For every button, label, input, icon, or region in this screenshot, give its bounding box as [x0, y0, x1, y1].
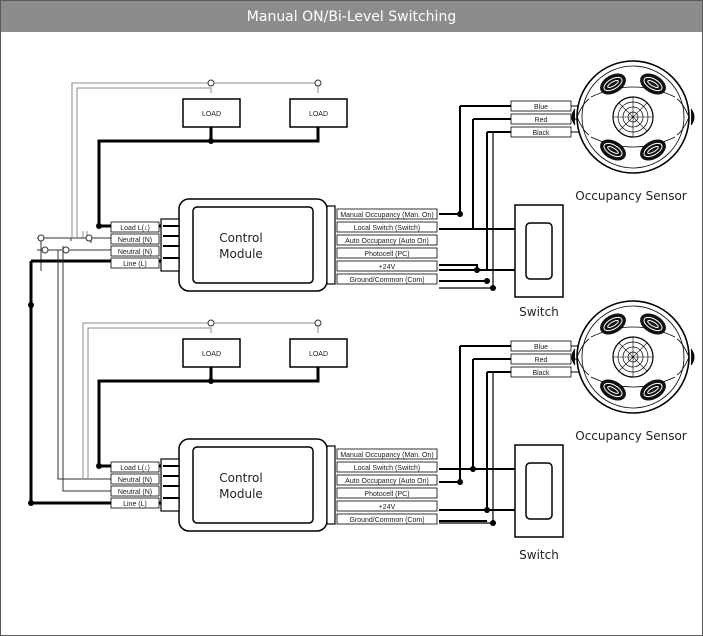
terminal-manual-occupancy: Manual Occupancy (Man. On): [340, 452, 433, 459]
terminal-neutral-2: Neutral (N): [118, 249, 152, 256]
occupancy-sensor-label: Occupancy Sensor: [575, 189, 687, 203]
terminal-neutral-1: Neutral (N): [118, 477, 152, 484]
switch-label: Switch: [519, 548, 559, 562]
load-box-1: [182, 338, 241, 368]
module-label-line1: Control: [219, 471, 262, 485]
circuit-bottom: LOAD LOAD Control Module Load L(↓) Neutr…: [28, 246, 695, 562]
sensor-wire-labels: Blue Red Black: [510, 100, 579, 138]
terminal-local-switch: Local Switch (Switch): [354, 225, 421, 232]
wire-black: Black: [532, 130, 550, 137]
load-box-1: [182, 98, 241, 128]
wire-red: Red: [535, 357, 548, 364]
terminal-24v: +24V: [379, 264, 396, 271]
terminal-neutral-2: Neutral (N): [118, 489, 152, 496]
module-label-line2: Module: [219, 247, 263, 261]
load-label: LOAD: [309, 351, 328, 358]
terminal-manual-occupancy: Manual Occupancy (Man. On): [340, 212, 433, 219]
terminal-photocell: Photocell (PC): [364, 251, 409, 258]
terminal-24v: +24V: [379, 504, 396, 511]
module-label-line2: Module: [219, 487, 263, 501]
wire-red: Red: [535, 117, 548, 124]
terminal-ground: Ground/Common (Com): [349, 277, 424, 284]
terminal-auto-occupancy: Auto Occupancy (Auto On): [345, 238, 429, 245]
occupancy-sensor-icon: [571, 60, 695, 174]
occupancy-sensor-icon: [571, 300, 695, 414]
switch-icon: [514, 444, 564, 538]
terminal-photocell: Photocell (PC): [364, 491, 409, 498]
switch-label: Switch: [519, 305, 559, 319]
terminal-load: Load L(↓): [120, 465, 150, 472]
right-terminal-block: Manual Occupancy (Man. On) Local Switch …: [336, 448, 438, 525]
page-title: Manual ON/Bi-Level Switching: [1, 1, 702, 32]
load-box-2: [289, 338, 348, 368]
module-label-line1: Control: [219, 231, 262, 245]
terminal-local-switch: Local Switch (Switch): [354, 465, 421, 472]
load-label: LOAD: [202, 111, 221, 118]
wire-black: Black: [532, 370, 550, 377]
load-box-2: [289, 98, 348, 128]
terminal-line: Line (L): [123, 261, 147, 268]
sensor-wire-labels: Blue Red Black: [510, 340, 579, 378]
left-terminal-block: Load L(↓) Neutral (N) Neutral (N) Line (…: [110, 221, 160, 269]
terminal-line: Line (L): [123, 501, 147, 508]
wire-blue: Blue: [534, 104, 548, 111]
switch-icon: [514, 204, 564, 298]
terminal-ground: Ground/Common (Com): [349, 517, 424, 524]
right-terminal-block: Manual Occupancy (Man. On) Local Switch …: [336, 208, 438, 285]
load-label: LOAD: [202, 351, 221, 358]
occupancy-sensor-label: Occupancy Sensor: [575, 429, 687, 443]
terminal-neutral-1: Neutral (N): [118, 237, 152, 244]
terminal-auto-occupancy: Auto Occupancy (Auto On): [345, 478, 429, 485]
load-label: LOAD: [309, 111, 328, 118]
wire-blue: Blue: [534, 344, 548, 351]
terminal-load: Load L(↓): [120, 225, 150, 232]
left-terminal-block: Load L(↓) Neutral (N) Neutral (N) Line (…: [110, 461, 160, 509]
